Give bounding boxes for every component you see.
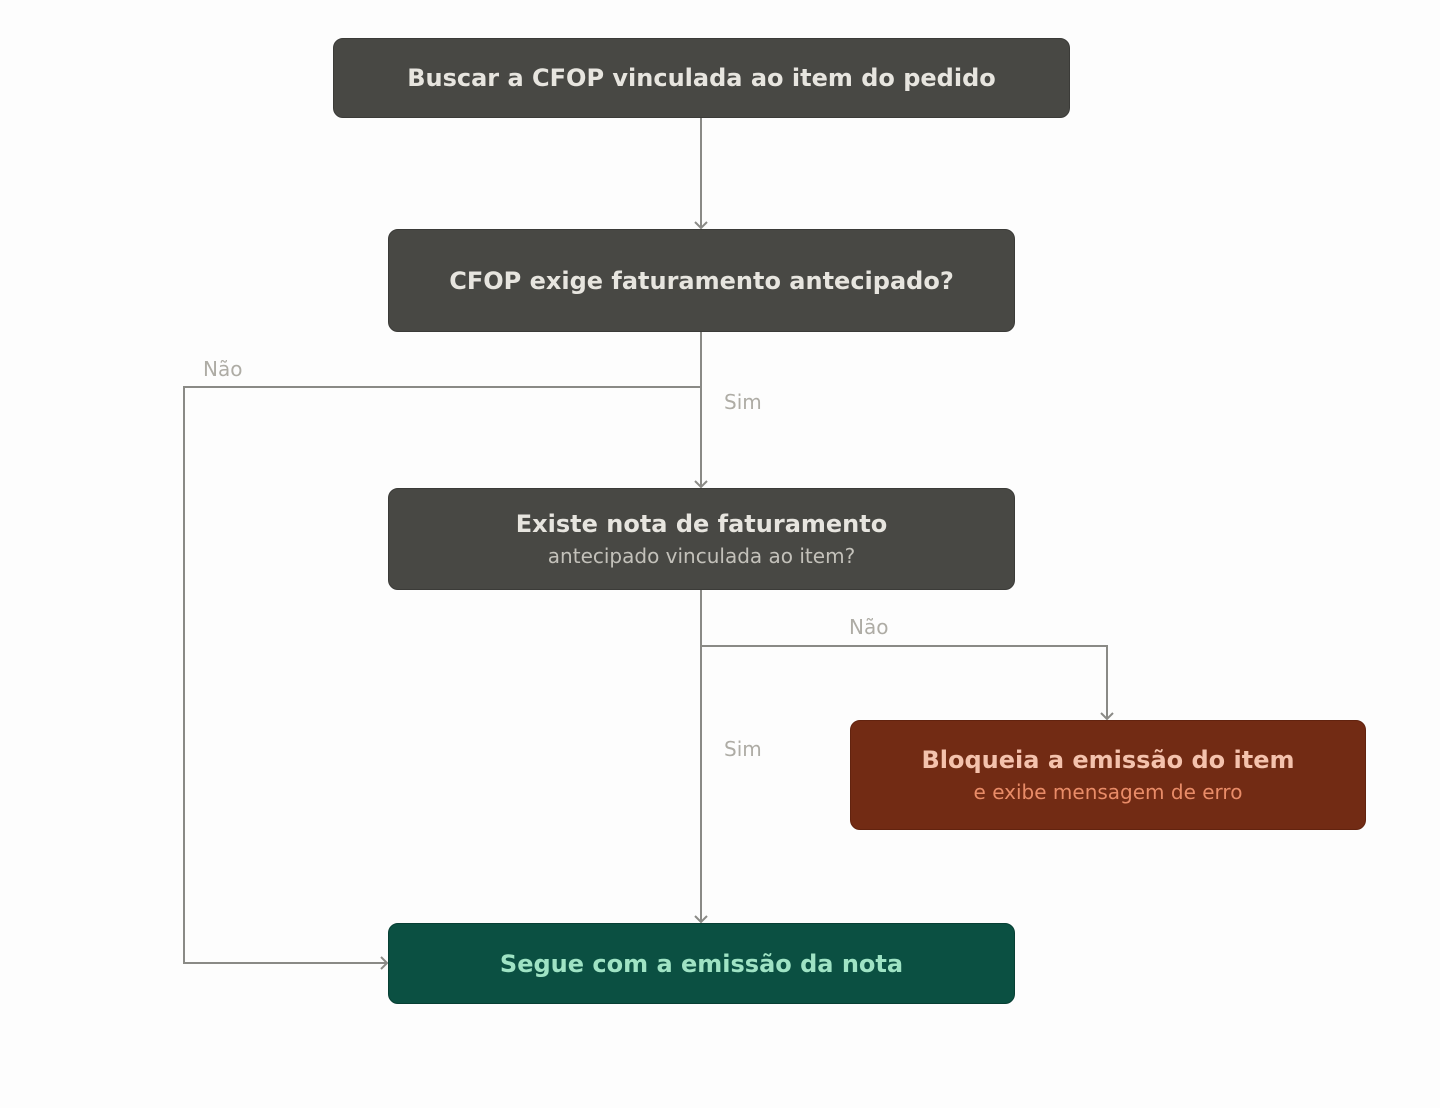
edge-label-n3-nao: Não — [849, 615, 889, 639]
edge-label-n2-sim: Sim — [724, 390, 762, 414]
decision-cfop-exige-faturamento: CFOP exige faturamento antecipado? — [388, 229, 1015, 332]
edge-label-n2-nao: Não — [203, 357, 243, 381]
step-segue-title: Segue com a emissão da nota — [499, 949, 904, 978]
step-bloqueia-title: Bloqueia a emissão do item — [921, 746, 1295, 774]
step-bloqueia-subtitle: e exibe mensagem de erro — [973, 780, 1243, 804]
step-bloqueia-emissao: Bloqueia a emissão do item e exibe mensa… — [850, 720, 1366, 830]
step-buscar-cfop-title: Buscar a CFOP vinculada ao item do pedid… — [407, 64, 996, 92]
step-segue-emissao: Segue com a emissão da nota — [388, 923, 1015, 1004]
connector-n3-n4-nao — [701, 645, 1114, 721]
connector-n2-n5-nao — [183, 386, 701, 970]
decision-cfop-title: CFOP exige faturamento antecipado? — [449, 266, 954, 295]
edge-label-n3-sim: Sim — [724, 737, 762, 761]
decision-existe-nota-subtitle: antecipado vinculada ao item? — [547, 544, 856, 568]
step-buscar-cfop: Buscar a CFOP vinculada ao item do pedid… — [333, 38, 1070, 118]
decision-existe-nota: Existe nota de faturamento antecipado vi… — [388, 488, 1015, 590]
decision-existe-nota-title: Existe nota de faturamento — [515, 510, 888, 538]
